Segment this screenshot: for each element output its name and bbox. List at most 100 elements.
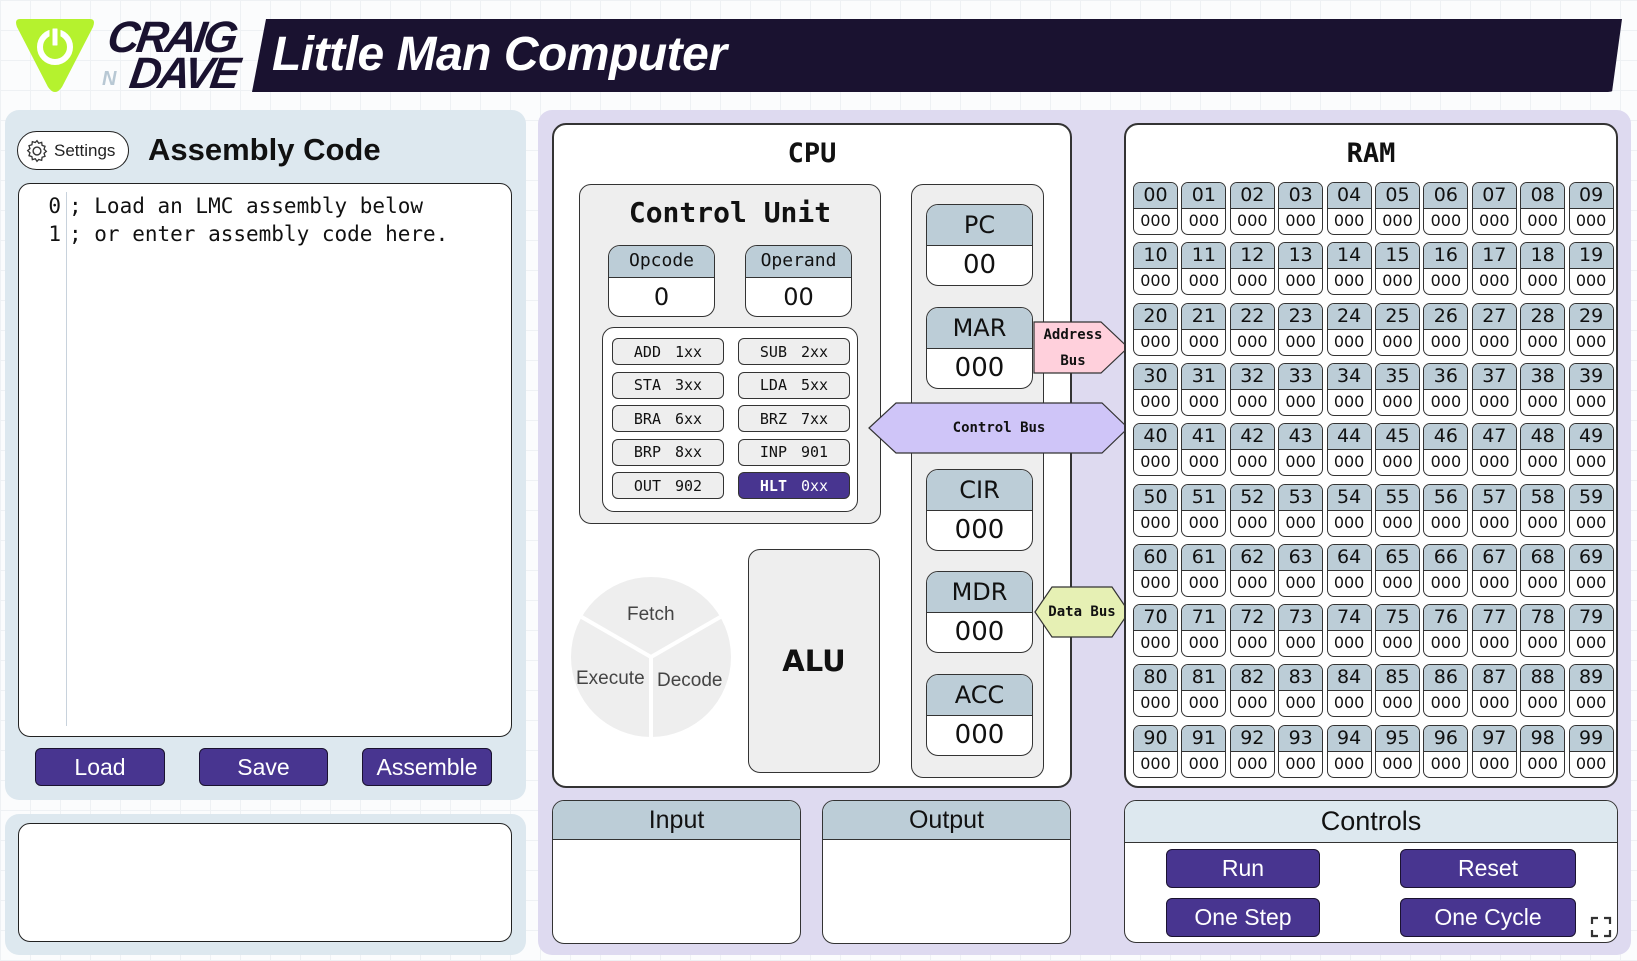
ram-value[interactable]: 000 (1479, 633, 1510, 653)
ram-value[interactable]: 000 (1479, 271, 1510, 291)
ram-value[interactable]: 000 (1479, 452, 1510, 472)
ram-value[interactable]: 000 (1527, 452, 1558, 472)
ram-value[interactable]: 000 (1527, 693, 1558, 713)
ram-value[interactable]: 000 (1527, 753, 1558, 773)
ram-value[interactable]: 000 (1333, 271, 1365, 291)
console-output[interactable] (18, 823, 512, 942)
ram-value[interactable]: 000 (1430, 331, 1462, 351)
ram-value[interactable]: 000 (1575, 572, 1607, 592)
ram-value[interactable]: 000 (1527, 211, 1558, 230)
ram-value[interactable]: 000 (1188, 512, 1220, 532)
ram-value[interactable]: 000 (1382, 211, 1413, 230)
ram-value[interactable]: 000 (1479, 211, 1510, 230)
ram-value[interactable]: 000 (1140, 331, 1171, 351)
ram-value[interactable]: 000 (1479, 693, 1510, 713)
load-button[interactable]: Load (35, 748, 165, 786)
ram-value[interactable]: 000 (1237, 271, 1268, 291)
ram-value[interactable]: 000 (1333, 753, 1365, 773)
ram-value[interactable]: 000 (1237, 633, 1268, 653)
ram-value[interactable]: 000 (1285, 271, 1316, 291)
ram-value[interactable]: 000 (1527, 331, 1558, 351)
fullscreen-icon[interactable] (1590, 916, 1612, 938)
ram-value[interactable]: 000 (1285, 331, 1316, 351)
ram-value[interactable]: 000 (1430, 391, 1462, 411)
ram-value[interactable]: 000 (1382, 452, 1413, 472)
ram-value[interactable]: 000 (1237, 211, 1268, 230)
ram-value[interactable]: 000 (1188, 693, 1220, 713)
ram-value[interactable]: 000 (1285, 452, 1316, 472)
ram-value[interactable]: 000 (1575, 693, 1607, 713)
ram-value[interactable]: 000 (1333, 693, 1365, 713)
ram-value[interactable]: 000 (1333, 331, 1365, 351)
ram-value[interactable]: 000 (1527, 633, 1558, 653)
ram-value[interactable]: 000 (1188, 391, 1220, 411)
ram-value[interactable]: 000 (1575, 271, 1607, 291)
ram-value[interactable]: 000 (1140, 391, 1171, 411)
ram-value[interactable]: 000 (1237, 693, 1268, 713)
ram-value[interactable]: 000 (1285, 211, 1316, 230)
ram-value[interactable]: 000 (1333, 633, 1365, 653)
ram-value[interactable]: 000 (1479, 572, 1510, 592)
ram-value[interactable]: 000 (1140, 512, 1171, 532)
ram-value[interactable]: 000 (1430, 753, 1462, 773)
ram-value[interactable]: 000 (1382, 331, 1413, 351)
ram-value[interactable]: 000 (1575, 331, 1607, 351)
ram-value[interactable]: 000 (1140, 271, 1171, 291)
ram-value[interactable]: 000 (1479, 331, 1510, 351)
ram-value[interactable]: 000 (1140, 211, 1171, 230)
ram-value[interactable]: 000 (1188, 271, 1220, 291)
ram-value[interactable]: 000 (1430, 271, 1462, 291)
